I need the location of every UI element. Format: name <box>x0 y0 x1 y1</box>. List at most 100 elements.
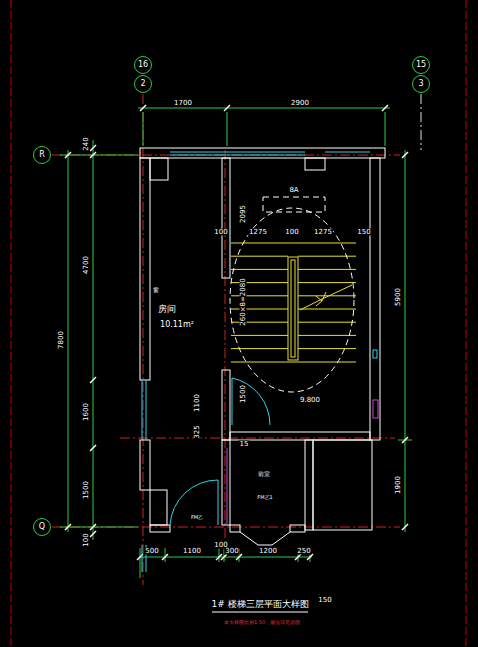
room-label: FM乙 <box>190 515 204 520</box>
window <box>170 155 305 156</box>
wall <box>290 525 305 532</box>
stair <box>288 257 298 360</box>
dimension-tick <box>90 445 96 451</box>
dimension-tick <box>402 437 408 443</box>
dimension-line <box>219 548 220 562</box>
dimension-text: 1275 <box>248 229 268 236</box>
dimension-line <box>140 548 141 578</box>
stair <box>298 269 356 270</box>
dimension-tick <box>402 152 408 158</box>
stair <box>231 243 356 362</box>
dimension-line <box>138 108 390 109</box>
room-label: 房间 <box>157 305 177 314</box>
stair-outline <box>230 197 354 392</box>
grid-line <box>52 94 421 585</box>
grid-bubble: 3 <box>412 75 430 93</box>
wall <box>150 525 170 532</box>
dimension-text: 100 <box>284 229 299 236</box>
dimension-line <box>93 140 94 540</box>
wall <box>370 158 380 440</box>
dimension-text: 9.800 <box>299 397 321 404</box>
window <box>142 545 143 572</box>
title-underline <box>212 612 308 613</box>
dimension-tick <box>65 152 71 158</box>
dimension-text: 250 <box>296 548 311 555</box>
walk-arrow <box>316 296 322 306</box>
dimension-text: 2095 <box>240 204 247 224</box>
dimension-line <box>68 150 69 532</box>
window <box>325 152 370 153</box>
dimension-tick <box>65 524 71 530</box>
door <box>373 400 378 418</box>
border-line <box>466 0 467 647</box>
dimension-tick <box>402 524 408 530</box>
dimension-tick <box>307 554 313 560</box>
dimension-tick <box>90 152 96 158</box>
dimension-text: 15 <box>239 441 250 448</box>
door <box>170 480 218 525</box>
grid-line <box>143 94 144 585</box>
grid-line <box>421 94 422 150</box>
dimension-tick <box>236 554 242 560</box>
dimension-text: 1100 <box>182 548 202 555</box>
walk-arrow <box>300 285 352 310</box>
dimension-text: 300 <box>224 548 239 555</box>
dimension-tick <box>90 377 96 383</box>
dimension-tick <box>162 554 168 560</box>
dimension-line <box>165 548 166 562</box>
wall <box>305 440 313 530</box>
dimension-text: 1600 <box>83 402 90 422</box>
stair <box>231 335 288 336</box>
window <box>373 350 377 358</box>
dimension-line <box>405 150 406 532</box>
door <box>232 378 270 425</box>
dimension-text: 1200 <box>258 548 278 555</box>
dimension-line <box>60 108 412 578</box>
dimension-text: 260×8=2080 <box>240 277 247 326</box>
drawing-title: 1# 楼梯三层平面大样图 <box>210 600 309 609</box>
wall <box>140 148 385 158</box>
dimension-text: 325 <box>194 424 201 439</box>
dimension-tick <box>90 524 96 530</box>
dimension-text: 4700 <box>83 255 90 275</box>
window <box>142 380 143 440</box>
wall <box>272 532 290 545</box>
wall <box>140 440 150 490</box>
grid-bubble: 2 <box>134 75 152 93</box>
dimension-text: 1275 <box>313 229 333 236</box>
wall <box>140 148 385 545</box>
grid-line <box>52 527 400 528</box>
wall <box>313 440 372 530</box>
stair <box>298 282 356 283</box>
grid-bubble: R <box>33 146 51 164</box>
wall <box>222 158 230 278</box>
grid-bubble: 16 <box>134 56 152 74</box>
dimension-tick <box>382 105 388 111</box>
stair <box>298 348 356 349</box>
stair <box>231 243 356 244</box>
grid-line <box>52 155 400 156</box>
border-line <box>11 0 466 647</box>
grid-line <box>225 150 226 560</box>
stair <box>291 260 295 357</box>
dimension-text: 2900 <box>290 100 310 107</box>
dimension-line <box>385 112 386 146</box>
wall <box>230 432 370 440</box>
wall <box>230 525 240 532</box>
stair <box>298 309 356 310</box>
door <box>232 378 233 425</box>
grid-label: 16 <box>138 61 148 69</box>
dimension-tick <box>90 145 96 151</box>
dimension-tick <box>224 105 230 111</box>
stair-outline <box>263 197 325 212</box>
grid-label: 15 <box>416 61 426 69</box>
dimension-tick <box>90 531 96 537</box>
dimension-text: 500 <box>144 548 159 555</box>
grid-bubble: 15 <box>412 56 430 74</box>
dimension-line <box>227 112 228 146</box>
dimension-tick <box>140 105 146 111</box>
walk-arrow <box>300 285 352 310</box>
dimension-line <box>60 155 138 156</box>
wall <box>150 158 168 180</box>
wall <box>222 370 230 440</box>
